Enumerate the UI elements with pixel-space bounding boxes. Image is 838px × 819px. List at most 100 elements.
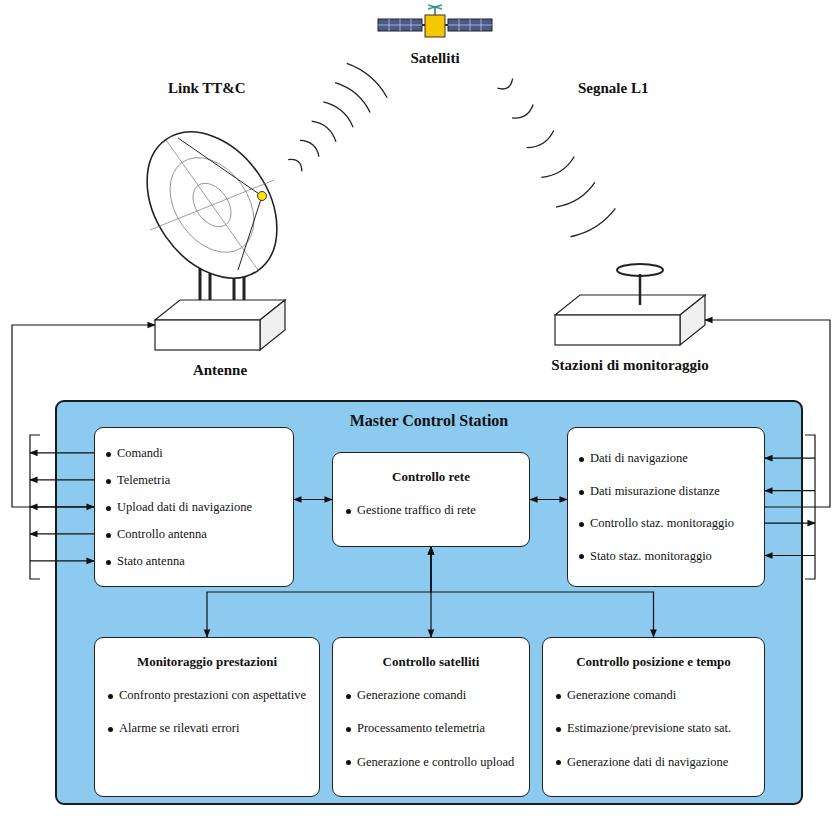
node-label: Antenne [193, 362, 247, 379]
bullet-text: Generazione comandi [567, 688, 676, 702]
bracket [805, 435, 815, 579]
radio-wave [288, 159, 302, 171]
satellite-icon [378, 19, 422, 31]
antenna-base-box [260, 300, 285, 350]
bullet-dot [579, 522, 584, 527]
dish-antenna [258, 192, 267, 201]
connector-arrow [530, 499, 567, 500]
satellite-icon [425, 15, 445, 37]
bullet-text: Processamento telemetria [357, 721, 485, 735]
satellite-label-node: Satelliti [355, 50, 515, 74]
radio-wave [323, 102, 353, 127]
bullet-dot [579, 490, 584, 495]
bullet-text: Comandi [117, 446, 163, 460]
bullet-dot [108, 727, 113, 732]
bullet-row: Confronto prestazioni con aspettative [105, 687, 309, 703]
connector-arrow [705, 320, 830, 507]
radio-wave [541, 157, 574, 178]
label-text: Controllo rete [392, 469, 470, 484]
process-box: Controllo satellitiGenerazione comandiPr… [332, 637, 530, 797]
interface-box: Dati di navigazioneDati misurazione dist… [567, 427, 765, 587]
radio-wave [512, 105, 533, 119]
node-label: Satelliti [355, 50, 515, 67]
bullet-text: Stato staz. monitoraggio [590, 549, 712, 563]
bullet-text: Generazione e controllo upload [357, 755, 514, 769]
satellite-icon [448, 19, 492, 31]
signal-arrow [765, 522, 815, 523]
station-box [555, 264, 705, 345]
bullet-row: Telemetria [103, 472, 285, 488]
bullet-text: Dati misurazione distanze [590, 484, 720, 498]
connector-arrow [294, 499, 332, 500]
station-node: Stazioni di monitoraggio [555, 295, 705, 345]
process-box: Monitoraggio prestazioniConfronto presta… [94, 637, 320, 797]
signal-arrow [30, 560, 94, 561]
signal-arrow [765, 555, 815, 556]
bullet-text: Upload dati di navigazione [117, 500, 252, 514]
bullet-row: Alarme se rilevati errori [105, 720, 309, 736]
label-text: Monitoraggio prestazioni [137, 654, 277, 669]
dish-antenna [178, 138, 262, 196]
label-text: Stazioni di monitoraggio [551, 357, 709, 373]
radio-wave [497, 79, 512, 89]
antenna-node: Antenne [155, 300, 285, 350]
dish-antenna [150, 180, 274, 230]
box-heading: Controllo rete [343, 469, 519, 485]
signal-label: Link TT&C [168, 80, 246, 97]
radio-wave [312, 121, 336, 142]
bullet-text: Gestione traffico di rete [357, 503, 476, 517]
bullet-dot [579, 554, 584, 559]
bullet-text: Controllo staz. monitoraggio [590, 516, 734, 530]
station-box [639, 274, 642, 305]
bullet-text: Telemetria [117, 473, 170, 487]
satellite-icon [428, 5, 442, 9]
box-heading: Monitoraggio prestazioni [105, 654, 309, 670]
control-station-panel: Master Control StationComandiTelemetriaU… [55, 400, 803, 805]
bullet-dot [346, 760, 351, 765]
radio-wave [335, 83, 370, 113]
bullet-row: Stato staz. monitoraggio [576, 548, 756, 564]
label-text: Controllo posizione e tempo [576, 654, 731, 669]
bullet-row: Upload dati di navigazione [103, 499, 285, 515]
bullet-row: Gestione traffico di rete [343, 502, 519, 518]
label-text: Satelliti [410, 50, 459, 66]
bracket-arrows [30, 435, 815, 579]
bullet-dot [106, 506, 111, 511]
station-box [680, 295, 705, 345]
signal-label: Segnale L1 [578, 80, 648, 97]
bullet-row: Estimazione/previsione stato sat. [553, 720, 754, 736]
bullet-dot [579, 457, 584, 462]
signal-arrow [30, 533, 94, 534]
bullet-row: Dati di navigazione [576, 450, 756, 466]
box-heading: Controllo posizione e tempo [553, 654, 754, 670]
bullet-text: Alarme se rilevati errori [119, 721, 239, 735]
bullet-dot [346, 694, 351, 699]
bullet-dot [346, 727, 351, 732]
radio-wave [300, 140, 319, 156]
box-heading: Controllo satelliti [343, 654, 519, 670]
process-box: Controllo posizione e tempoGenerazione c… [542, 637, 765, 797]
bullet-dot [556, 694, 561, 699]
signal-arrow [30, 506, 94, 507]
bullet-row: Generazione dati di navigazione [553, 754, 754, 770]
bullet-row: Dati misurazione distanze [576, 483, 756, 499]
bullet-dot [346, 509, 351, 514]
satellite-icon [448, 25, 492, 26]
satellite-icon [428, 5, 442, 9]
radio-wave [527, 131, 554, 148]
bullet-dot [106, 479, 111, 484]
radio-waves [288, 63, 615, 236]
bullet-row: Processamento telemetria [343, 720, 519, 736]
station-box [555, 315, 680, 345]
bullet-dot [106, 533, 111, 538]
satellite-icon [378, 25, 422, 26]
radio-wave [556, 182, 595, 207]
bullet-dot [106, 560, 111, 565]
bullet-row: Generazione e controllo upload [343, 754, 519, 770]
station-box [555, 295, 705, 315]
bullet-dot [556, 727, 561, 732]
bullet-row: Stato antenna [103, 553, 285, 569]
antenna-base-box [155, 300, 285, 350]
radio-wave [571, 208, 616, 236]
bullet-dot [556, 760, 561, 765]
